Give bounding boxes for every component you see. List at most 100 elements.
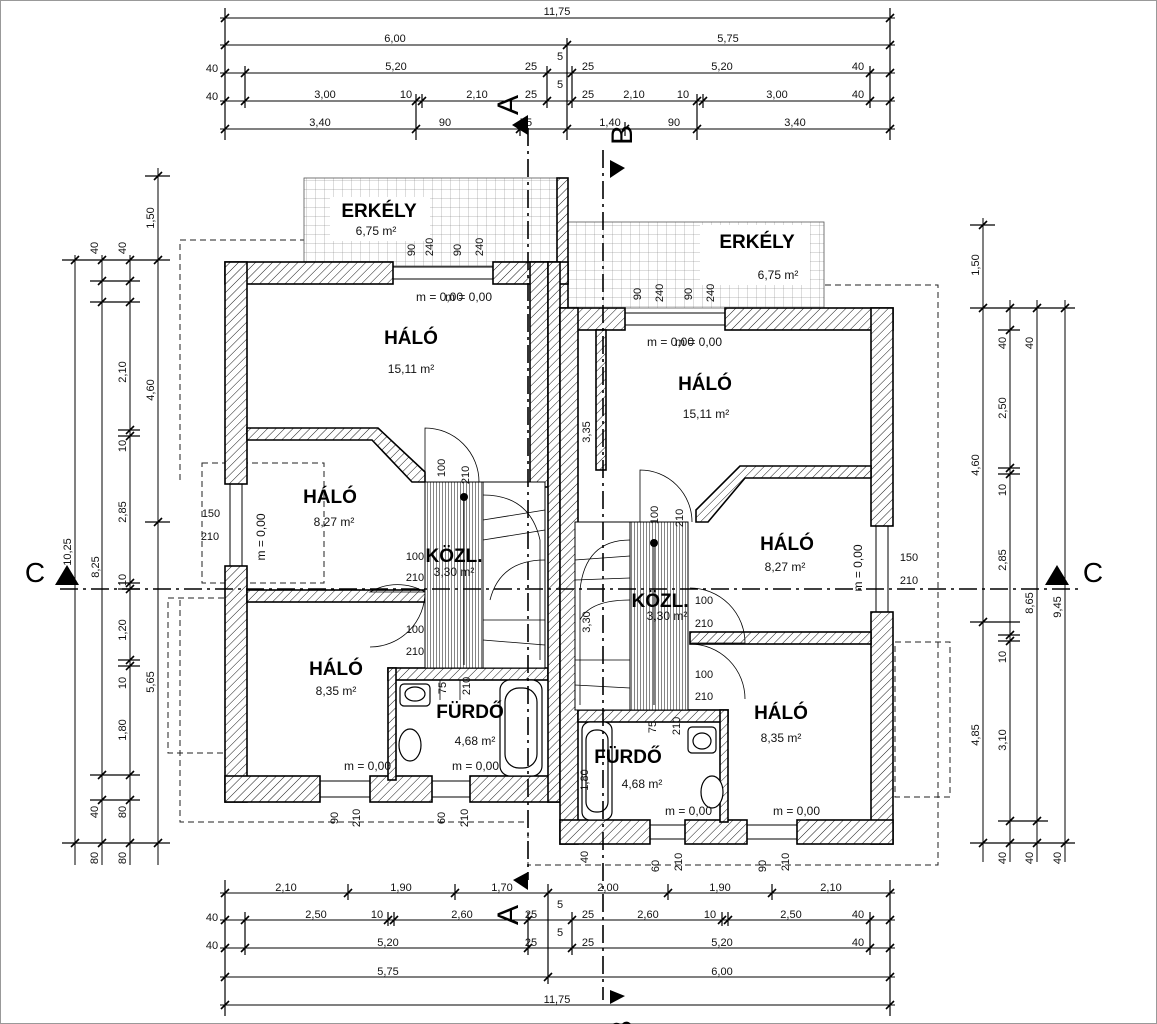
dim-right: 40 — [1052, 852, 1064, 864]
dim-top-r4: 5 — [557, 79, 563, 91]
dim-bot-r1: 1,90 — [709, 882, 730, 894]
dim-left: 80 — [117, 806, 129, 818]
dim-top-total: 11,75 — [544, 6, 571, 18]
section-label-b-bottom: B — [606, 1020, 639, 1024]
dim-left: 2,10 — [117, 361, 129, 382]
dim-bot-r1: 2,00 — [597, 882, 618, 894]
opening-dim: 100 — [695, 595, 713, 607]
opening-dim: 90 — [406, 244, 418, 256]
opening-dim: 150 — [202, 508, 220, 520]
dim-bot-total: 11,75 — [544, 994, 571, 1006]
opening-dim: 1,80 — [579, 769, 591, 790]
opening-dim: 75 — [647, 721, 659, 733]
dim-bot-r4: 5,75 — [377, 966, 398, 978]
dim-top-r2-left: 6,00 — [384, 33, 405, 45]
room-area: 3,30 m² — [434, 565, 475, 579]
dim-top-r3: 5 — [557, 51, 563, 63]
room-name: HÁLÓ — [760, 533, 814, 555]
dim-bot-r3: 25 — [582, 937, 594, 949]
section-lines — [55, 115, 1080, 1004]
room-name: KÖZL. — [426, 546, 483, 567]
dim-left: 10 — [117, 440, 129, 452]
room-labels: HÁLÓ 15,11 m² HÁLÓ 8,27 m² HÁLÓ 8,35 m² … — [303, 200, 814, 791]
dim-bot-r3: 40 — [852, 937, 864, 949]
level-mark: m = 0,00 — [344, 759, 391, 773]
room-area: 8,27 m² — [314, 515, 355, 529]
dim-bot-r2: 25 — [582, 909, 594, 921]
room-area: 6,75 m² — [356, 224, 397, 238]
dim-top-r4: 40 — [852, 89, 864, 101]
dim-left: 40 — [89, 806, 101, 818]
opening-dim: 210 — [351, 809, 363, 827]
opening-dim: 100 — [649, 506, 661, 524]
section-label-a-bottom: A — [492, 905, 525, 925]
section-label-b-top: B — [606, 125, 639, 145]
dim-top-r3: 5,20 — [711, 61, 732, 73]
dim-bot-r2: 2,60 — [637, 909, 658, 921]
dim-bot-r3: 5,20 — [377, 937, 398, 949]
opening-dim: 240 — [654, 284, 666, 302]
room-name: HÁLÓ — [384, 327, 438, 349]
dim-bot-r2: 5 — [557, 899, 563, 911]
dim-top-r4: 2,10 — [623, 89, 644, 101]
opening-dim: 100 — [436, 459, 448, 477]
left-bath-fixtures — [398, 679, 543, 777]
dim-left: 80 — [89, 852, 101, 864]
dim-left: 1,20 — [117, 619, 129, 640]
opening-dim: 60 — [650, 860, 662, 872]
dim-bot-r2: 25 — [525, 909, 537, 921]
dim-top-r4: 10 — [677, 89, 689, 101]
dim-top-r4: 40 — [206, 91, 218, 103]
opening-dim: 90 — [683, 288, 695, 300]
dim-bot-r2: 40 — [852, 909, 864, 921]
dim-right: 4,85 — [970, 724, 982, 745]
dim-bot-r1: 2,10 — [820, 882, 841, 894]
room-area: 4,68 m² — [455, 734, 496, 748]
balcony-right — [567, 221, 825, 309]
dim-left: 1,80 — [117, 719, 129, 740]
opening-dim: 210 — [460, 466, 472, 484]
opening-dim: 210 — [780, 853, 792, 871]
room-name: HÁLÓ — [754, 702, 808, 724]
left-unit-walls — [224, 261, 569, 803]
room-area: 4,68 m² — [622, 777, 663, 791]
dim-right: 4,60 — [970, 454, 982, 475]
opening-dim: 150 — [900, 552, 918, 564]
level-marks: m = 0,00 m = 0,00 m = 0,00 m = 0,00 m = … — [254, 290, 865, 818]
opening-dim: 3,30 — [581, 611, 593, 632]
level-mark: m = 0,00 — [254, 513, 268, 560]
dim-left: 2,85 — [117, 501, 129, 522]
dim-bot-r2: 40 — [206, 912, 218, 924]
dim-bot-r2: 2,60 — [451, 909, 472, 921]
dim-top-r3: 25 — [525, 61, 537, 73]
top-dimension-chain: 11,75 6,00 5,75 40 5,20 25 5 25 5,20 40 … — [206, 6, 895, 140]
dim-left: 40 — [117, 242, 129, 254]
opening-dim: 240 — [474, 238, 486, 256]
dim-right: 40 — [997, 852, 1009, 864]
dim-bot-r3: 40 — [206, 940, 218, 952]
opening-dim: 240 — [424, 238, 436, 256]
dim-left: 80 — [117, 852, 129, 864]
dim-left: 10 — [117, 677, 129, 689]
dim-right: 10 — [997, 651, 1009, 663]
right-dimension-chain: 1,50 4,60 4,85 40 2,50 10 2,85 10 3,10 4… — [970, 218, 1075, 864]
dim-bot-r3: 5 — [557, 927, 563, 939]
dim-right: 9,45 — [1052, 596, 1064, 617]
right-unit-walls — [559, 307, 894, 845]
section-label-c-left: C — [25, 557, 45, 588]
right-bath-fixtures — [581, 721, 724, 821]
opening-dim: 100 — [406, 551, 424, 563]
bottom-dimension-chain: 2,10 1,90 1,70 2,00 1,90 2,10 40 2,50 10… — [206, 880, 895, 1016]
opening-dim: 90 — [452, 244, 464, 256]
room-area: 3,30 m² — [647, 609, 688, 623]
dim-bot-r2: 10 — [704, 909, 716, 921]
dim-left: 10 — [117, 574, 129, 586]
dim-top-r4: 3,00 — [766, 89, 787, 101]
dim-right: 10 — [997, 484, 1009, 496]
opening-dim: 210 — [461, 677, 473, 695]
dim-left: 4,60 — [145, 379, 157, 400]
dim-bot-r3: 25 — [525, 937, 537, 949]
dim-right: 8,65 — [1024, 592, 1036, 613]
room-area: 8,35 m² — [761, 731, 802, 745]
